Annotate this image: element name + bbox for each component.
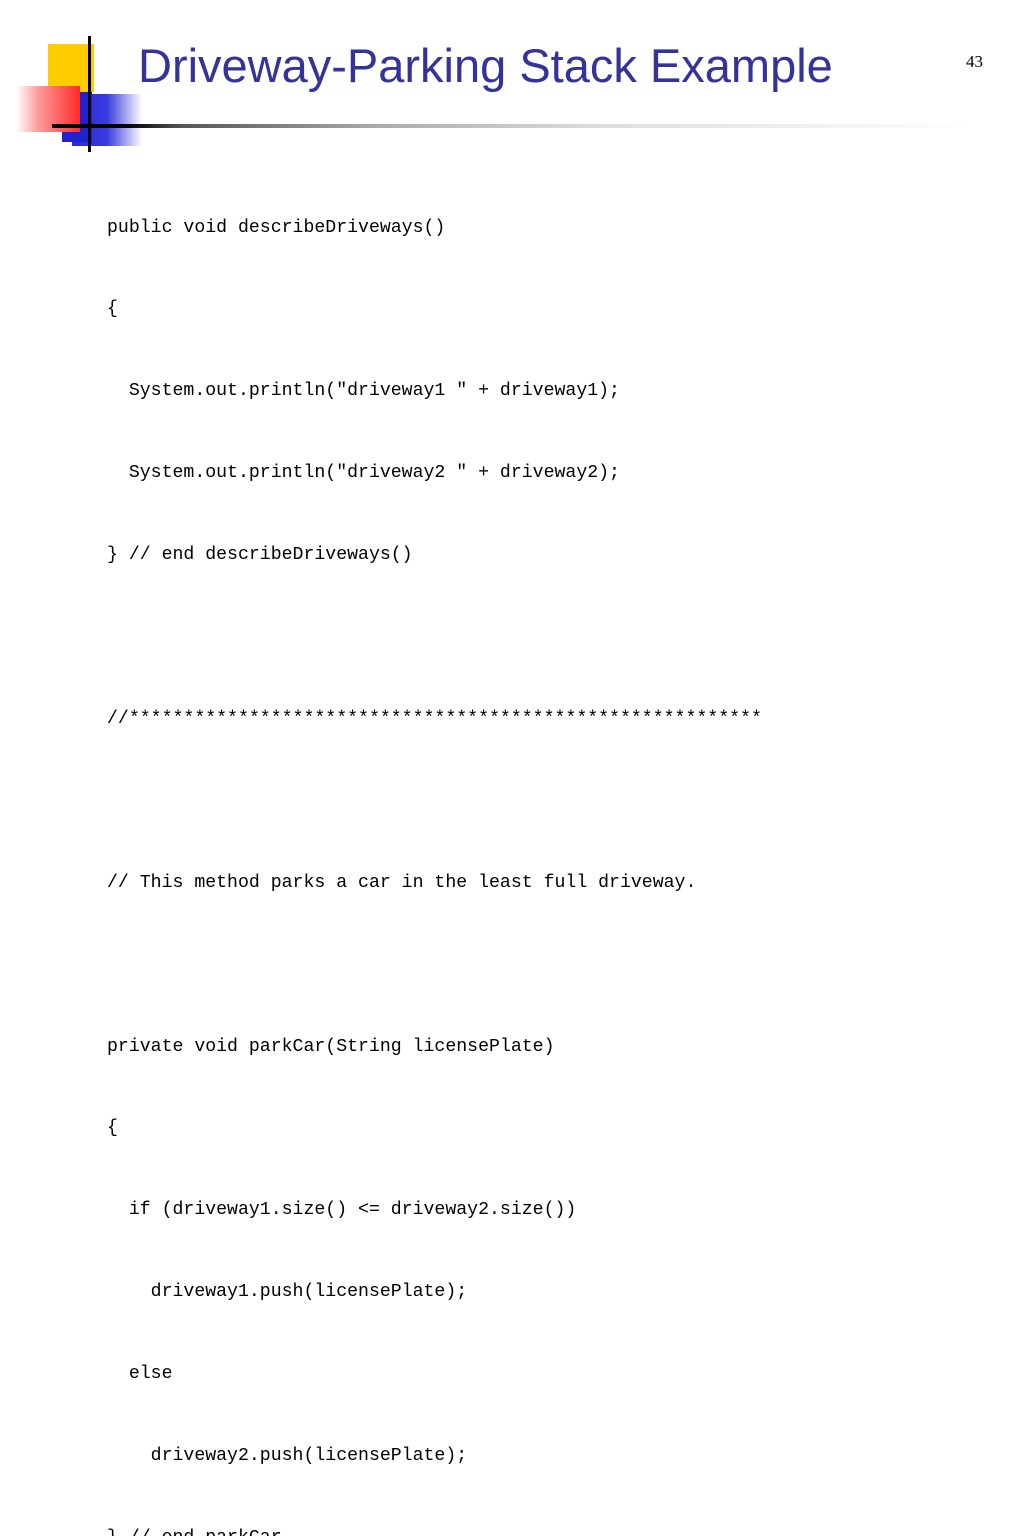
code-line [107,624,762,651]
code-line: } // end parkCar [107,1525,762,1536]
code-line: private void parkCar(String licensePlate… [107,1036,555,1057]
code-line: { [107,299,118,320]
code-line: else [107,1364,173,1385]
code-line [107,788,762,815]
page-number: 43 [966,52,983,71]
code-line: //**************************************… [107,708,762,729]
code-line: // This method parks a car in the least … [107,872,697,893]
code-line: if (driveway1.size() <= driveway2.size()… [107,1200,577,1221]
code-line: driveway1.push(licensePlate); [107,1282,468,1303]
code-line: } // end describeDriveways() [107,545,413,566]
code-line: { [107,1118,118,1139]
slide-title: Driveway-Parking Stack Example [138,39,833,92]
title-underline-divider [52,124,972,128]
code-line: public void describeDriveways() [107,217,446,238]
logo-vertical-line [88,36,91,152]
slide: Driveway-Parking Stack Example 43 public… [0,0,983,1536]
code-line [107,952,762,979]
code-line: System.out.println("driveway2 " + drivew… [107,463,620,484]
code-line: System.out.println("driveway1 " + drivew… [107,381,620,402]
code-line: driveway2.push(licensePlate); [107,1445,468,1466]
code-block: public void describeDriveways() { System… [107,160,762,1536]
logo-yellow-square [48,44,94,92]
logo-squares-icon [0,0,170,160]
